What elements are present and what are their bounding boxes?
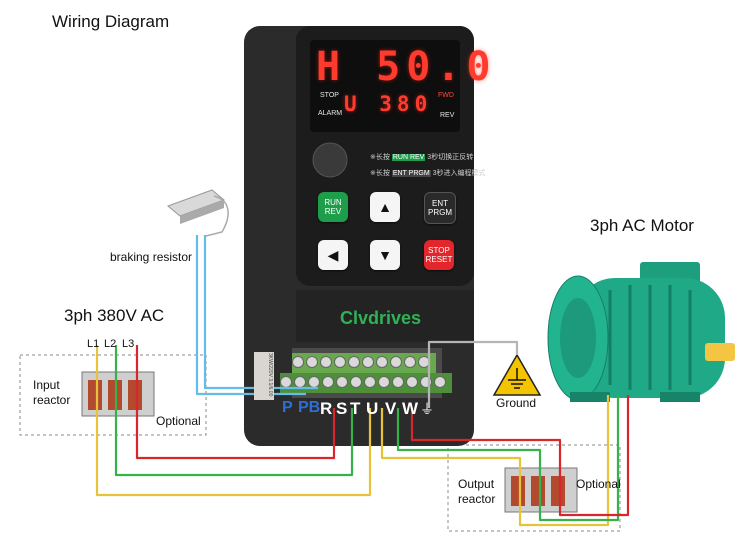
input-reactor (81, 371, 155, 417)
chevron-up-icon: ▲ (378, 199, 392, 215)
ent-prgm-line2: PRGM (428, 208, 452, 217)
stop-reset-line1: STOP (428, 246, 450, 255)
motor-label: 3ph AC Motor (590, 216, 694, 235)
terminal-label-p: P (282, 399, 293, 416)
ground-warning-icon (492, 353, 542, 396)
stop-reset-line2: RESET (425, 255, 453, 264)
rating-label: 3KW/220V 3.1/6.00 (254, 352, 274, 400)
wire-l2 (114, 345, 354, 477)
chevron-down-icon: ▼ (378, 247, 392, 263)
wire-v (396, 395, 620, 522)
terminal-screw[interactable] (294, 376, 306, 388)
braking-resistor-label: braking resistor (110, 250, 193, 264)
ent-prgm-line1: ENT (432, 199, 448, 208)
wire-w (410, 395, 630, 517)
ground-terminal-icon: ⏚ (420, 401, 434, 417)
terminal-label-pb: PB (298, 399, 321, 416)
optional-input-label: Optional (156, 414, 201, 428)
terminal-screw[interactable] (292, 356, 304, 368)
terminal-screw[interactable] (280, 376, 292, 388)
hint-1-key: RUN REV (391, 154, 426, 161)
diagram-title: Wiring Diagram (52, 12, 170, 31)
down-button[interactable]: ▼ (370, 240, 400, 270)
rev-indicator: REV (440, 112, 455, 119)
terminal-label-u: U (366, 399, 379, 418)
input-reactor-label-line2: reactor (33, 393, 71, 407)
run-rev-line2: REV (324, 207, 342, 216)
output-reactor-label-line2: reactor (458, 492, 496, 506)
terminal-screw[interactable] (320, 356, 332, 368)
terminal-label-t: T (350, 399, 361, 418)
terminal-screw[interactable] (364, 376, 376, 388)
hint-line-1: ※长按 RUN REV 3秒切换正反转 (370, 152, 473, 162)
output-reactor-label: Output reactor (458, 477, 495, 507)
input-reactor-box (19, 354, 207, 436)
terminal-screw[interactable] (334, 356, 346, 368)
supply-label: 3ph 380V AC (64, 306, 165, 325)
terminal-label-v: V (385, 399, 397, 418)
terminal-label-s: S (336, 399, 348, 418)
hint-1-text: 3秒切换正反转 (427, 154, 474, 161)
terminal-screw[interactable] (308, 376, 320, 388)
wire-brake-pb (203, 235, 318, 390)
terminal-screw[interactable] (348, 356, 360, 368)
terminal-screw[interactable] (406, 376, 418, 388)
phase-label-l3: L3 (122, 338, 135, 350)
wire-ground (427, 340, 519, 408)
terminal-label-r: R (320, 399, 333, 418)
stop-indicator: STOP (320, 92, 339, 99)
optional-output-label: Optional (576, 477, 621, 491)
up-button[interactable]: ▲ (370, 192, 400, 222)
braking-resistor (167, 189, 229, 237)
terminal-label-w: W (402, 399, 419, 418)
wire-l3 (135, 345, 336, 460)
output-reactor-box (447, 444, 621, 532)
sub-display: U 380 (344, 92, 433, 116)
terminal-screw[interactable] (418, 356, 430, 368)
input-reactor-label: Input reactor (33, 378, 70, 408)
main-display: H 50.0 (316, 44, 497, 90)
alarm-indicator: ALARM (318, 110, 343, 117)
terminal-screw[interactable] (434, 376, 446, 388)
left-button[interactable]: ◀ (318, 240, 348, 270)
fwd-indicator: FWD (438, 92, 454, 99)
terminal-screw[interactable] (336, 376, 348, 388)
hint-2-prefix: ※长按 (370, 170, 390, 177)
wire-l1 (95, 345, 372, 497)
terminal-screw[interactable] (392, 376, 404, 388)
control-terminal-row (292, 353, 436, 373)
wire-u (380, 395, 610, 527)
brand-logo: Clvdrives (340, 308, 422, 328)
power-terminal-row (280, 373, 452, 393)
terminal-screw[interactable] (378, 376, 390, 388)
hint-1-prefix: ※长按 (370, 154, 390, 161)
hint-2-text: 3秒进入编程模式 (432, 170, 486, 177)
terminal-screw[interactable] (390, 356, 402, 368)
terminal-screw[interactable] (306, 356, 318, 368)
terminal-screw[interactable] (404, 356, 416, 368)
terminal-screw[interactable] (362, 356, 374, 368)
terminal-screw[interactable] (376, 356, 388, 368)
ground-label: Ground (496, 396, 537, 410)
chevron-left-icon: ◀ (327, 246, 339, 263)
motor (547, 262, 735, 402)
hint-line-2: ※长按 ENT PRGM 3秒进入编程模式 (370, 168, 486, 178)
phase-label-l2: L2 (104, 338, 117, 350)
output-reactor-label-line1: Output (458, 477, 495, 491)
phase-label-l1: L1 (87, 338, 100, 350)
hint-2-key: ENT PRGM (391, 170, 431, 177)
terminal-screw[interactable] (350, 376, 362, 388)
input-reactor-label-line1: Input (33, 378, 60, 392)
run-rev-line1: RUN (324, 198, 342, 207)
terminal-screw[interactable] (322, 376, 334, 388)
